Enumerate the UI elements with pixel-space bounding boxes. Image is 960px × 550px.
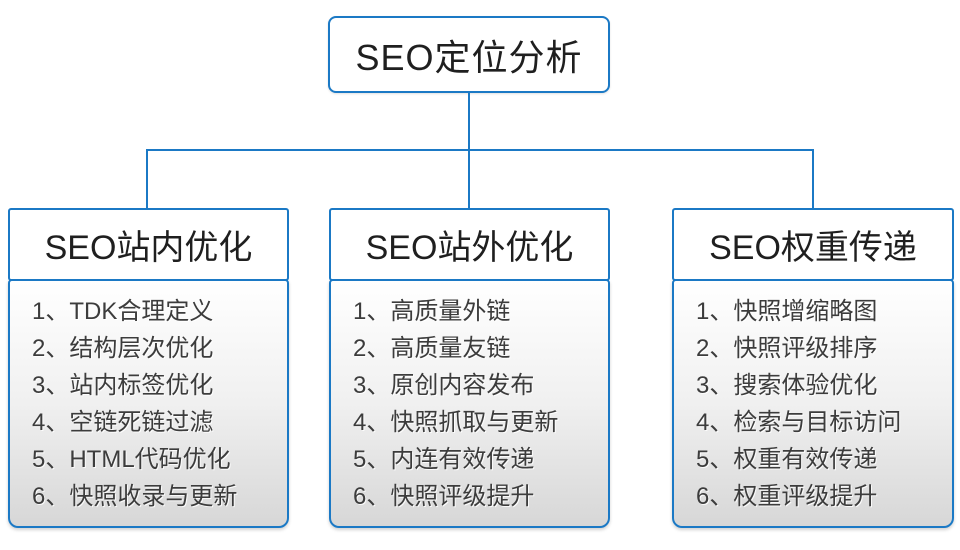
connector-horizontal (146, 149, 814, 151)
branch-header: SEO权重传递 (672, 208, 954, 281)
list-item: 1、快照增缩略图 (696, 298, 878, 325)
list-item: 2、快照评级排序 (696, 335, 878, 362)
list-item: 5、权重有效传递 (696, 446, 878, 473)
root-node-title: SEO定位分析 (355, 36, 583, 78)
branch-header: SEO站外优化 (329, 208, 610, 281)
connector-root-stem (468, 93, 470, 150)
list-item: 4、快照抓取与更新 (353, 409, 559, 436)
connector-drop-left (146, 149, 148, 209)
list-item: 2、高质量友链 (353, 335, 511, 362)
list-item: 4、空链死链过滤 (32, 409, 214, 436)
list-item: 5、内连有效传递 (353, 446, 535, 473)
branch-item-list: 1、高质量外链 2、高质量友链 3、原创内容发布 4、快照抓取与更新 5、内连有… (329, 279, 610, 528)
branch-offsite-optimization: SEO站外优化 1、高质量外链 2、高质量友链 3、原创内容发布 4、快照抓取与… (329, 208, 610, 528)
branch-item-list: 1、快照增缩略图 2、快照评级排序 3、搜索体验优化 4、检索与目标访问 5、权… (672, 279, 954, 528)
list-item: 5、HTML代码优化 (32, 446, 231, 473)
branch-title: SEO权重传递 (709, 229, 917, 267)
list-item: 4、检索与目标访问 (696, 409, 902, 436)
list-item: 6、快照评级提升 (353, 483, 535, 510)
list-item: 3、原创内容发布 (353, 372, 535, 399)
connector-drop-right (812, 149, 814, 209)
list-item: 1、高质量外链 (353, 298, 511, 325)
branch-header: SEO站内优化 (8, 208, 289, 281)
branch-title: SEO站内优化 (44, 229, 253, 267)
branch-title: SEO站外优化 (365, 229, 574, 267)
connector-drop-center (468, 149, 470, 209)
list-item: 6、权重评级提升 (696, 483, 878, 510)
root-node: SEO定位分析 (328, 16, 610, 93)
branch-weight-transfer: SEO权重传递 1、快照增缩略图 2、快照评级排序 3、搜索体验优化 4、检索与… (672, 208, 954, 528)
list-item: 2、结构层次优化 (32, 335, 214, 362)
branch-item-list: 1、TDK合理定义 2、结构层次优化 3、站内标签优化 4、空链死链过滤 5、H… (8, 279, 289, 528)
list-item: 3、站内标签优化 (32, 372, 214, 399)
list-item: 3、搜索体验优化 (696, 372, 878, 399)
list-item: 1、TDK合理定义 (32, 298, 214, 325)
branch-onsite-optimization: SEO站内优化 1、TDK合理定义 2、结构层次优化 3、站内标签优化 4、空链… (8, 208, 289, 528)
list-item: 6、快照收录与更新 (32, 483, 238, 510)
